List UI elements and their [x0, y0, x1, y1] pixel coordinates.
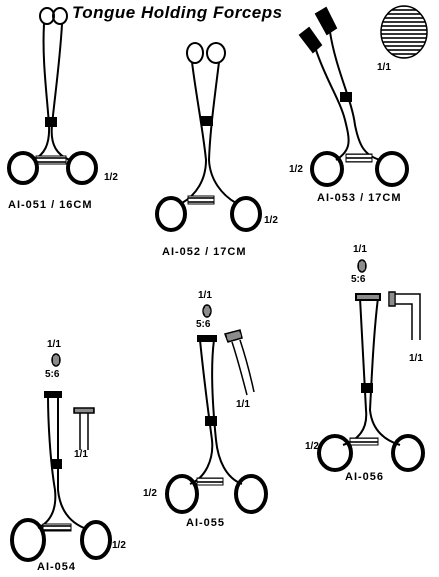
detail-scale-top-ai-054: 1/1	[47, 339, 61, 350]
jaw-detail-ai-056	[357, 259, 421, 340]
ratio-label-ai-056: 5:6	[351, 274, 366, 285]
forceps-ai-051-illustration	[7, 7, 98, 185]
detail-scale-bottom-ai-054: 1/1	[74, 449, 88, 460]
scale-label-ai-055: 1/2	[143, 488, 157, 499]
product-code-ai-053: AI-053 / 17CM	[317, 192, 402, 204]
scale-label-ai-052: 1/2	[264, 215, 278, 226]
product-code-ai-054: AI-054	[37, 561, 77, 573]
product-code-ai-051: AI-051 / 16CM	[8, 199, 93, 211]
ratio-label-ai-054: 5:6	[45, 369, 60, 380]
scale-label-ai-051: 1/2	[104, 172, 118, 183]
detail-scale-top-ai-056: 1/1	[353, 244, 367, 255]
scale-label-ai-054: 1/2	[112, 540, 126, 551]
detail-scale-bottom-ai-056: 1/1	[409, 353, 423, 364]
forceps-ai-054-illustration	[10, 391, 112, 562]
jaw-detail-ai-055	[202, 304, 255, 396]
forceps-ai-056-illustration	[317, 293, 425, 472]
detail-scale-ai-053: 1/1	[377, 62, 391, 73]
detail-scale-bottom-ai-055: 1/1	[236, 399, 250, 410]
forceps-ai-055-illustration	[165, 335, 268, 514]
ratio-label-ai-055: 5:6	[196, 319, 211, 330]
forceps-ai-053-illustration	[298, 6, 409, 187]
scale-label-ai-053: 1/2	[289, 164, 303, 175]
product-code-ai-052: AI-052 / 17CM	[162, 246, 247, 258]
scale-label-ai-056: 1/2	[305, 441, 319, 452]
page-title: Tongue Holding Forceps	[72, 3, 283, 22]
product-code-ai-055: AI-055	[186, 517, 226, 529]
forceps-ai-052-illustration	[155, 42, 262, 232]
product-code-ai-056: AI-056	[345, 471, 385, 483]
jaw-detail-ai-054	[51, 353, 95, 450]
detail-scale-top-ai-055: 1/1	[198, 290, 212, 301]
jaw-detail-ai-053	[380, 5, 428, 59]
